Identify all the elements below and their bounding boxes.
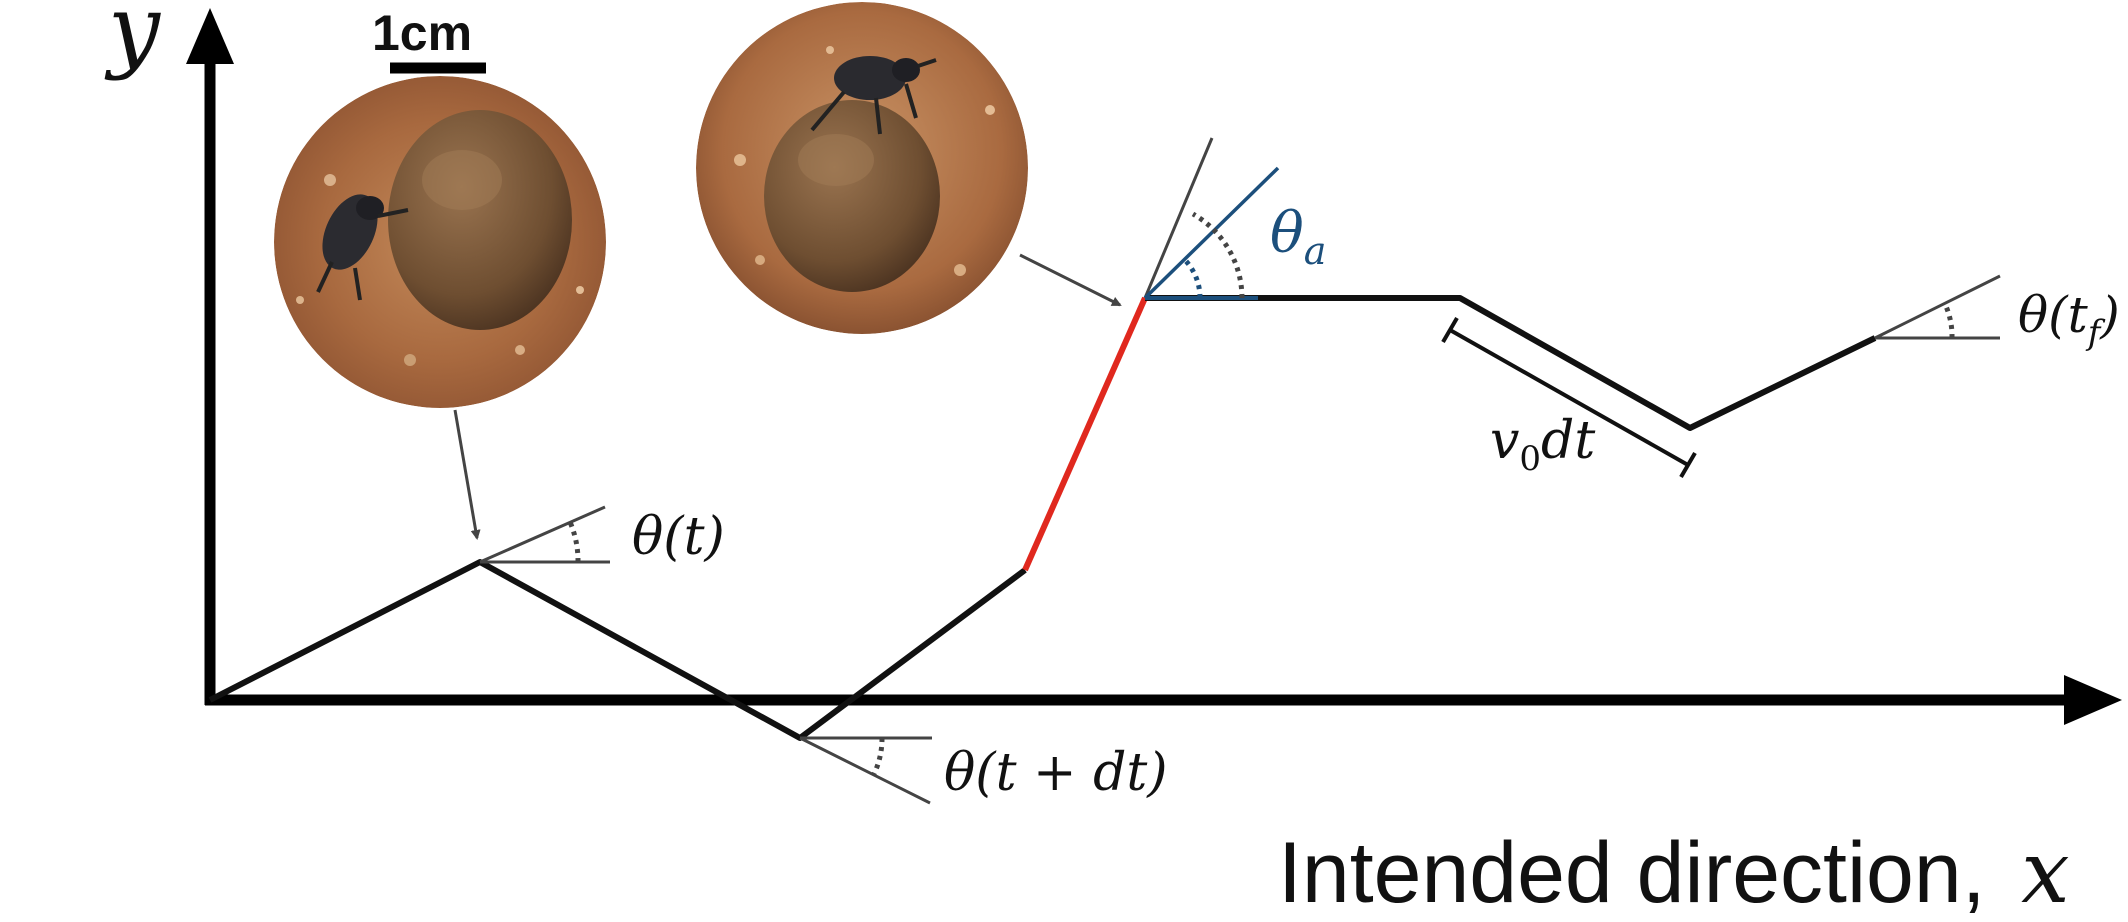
beetle-pushing-dung-ball-photo bbox=[274, 76, 606, 408]
scale-bar: 1cm bbox=[372, 5, 486, 74]
scale-bar-label: 1cm bbox=[372, 5, 472, 61]
y-axis-arrowhead bbox=[186, 8, 234, 64]
theta-a-subscript: a bbox=[1304, 229, 1327, 273]
photo2-pointer-arrow bbox=[1019, 253, 1122, 307]
angle-theta-t: θ(t) bbox=[479, 505, 725, 567]
trajectory-highlight-step bbox=[1022, 296, 1148, 572]
angle-theta-tf: θ(tf) bbox=[1874, 274, 2120, 353]
x-axis-arrowhead bbox=[2064, 675, 2122, 725]
photo1-pointer-arrow bbox=[453, 409, 481, 540]
step-length-rest: dt bbox=[1541, 411, 1595, 471]
step-length-v: v bbox=[1490, 411, 1519, 471]
theta-a-label: θa bbox=[1270, 201, 1326, 273]
x-axis-label-variable: x bbox=[2021, 823, 2070, 922]
angle-theta-t-dt: θ(t + dt) bbox=[799, 736, 1168, 805]
step-length-subscript: 0 bbox=[1519, 439, 1541, 479]
trajectory-steps-1 bbox=[208, 559, 1027, 741]
y-axis-label: y bbox=[104, 0, 161, 82]
step-length-label: v0dt bbox=[1490, 411, 1595, 479]
theta-t-label: θ(t) bbox=[632, 507, 725, 567]
theta-tf-label: θ(tf) bbox=[2018, 286, 2120, 353]
step-length-bracket: v0dt bbox=[1441, 316, 1697, 479]
x-axis-label: Intended direction, x bbox=[1278, 823, 2070, 922]
theta-tf-prefix: θ(t bbox=[2018, 286, 2089, 344]
theta-t-dt-label: θ(t + dt) bbox=[944, 743, 1168, 803]
x-axis-label-text: Intended direction, bbox=[1278, 825, 1986, 921]
beetle-on-top-of-dung-ball-photo bbox=[696, 2, 1028, 334]
theta-tf-suffix: ) bbox=[2099, 286, 2120, 344]
axes bbox=[186, 8, 2122, 725]
angle-theta-a: θa bbox=[1143, 137, 1326, 300]
trajectory-steps-2 bbox=[1145, 295, 1877, 431]
trajectory-path bbox=[208, 295, 1877, 741]
theta-a-symbol: θ bbox=[1270, 201, 1304, 266]
beetle-body bbox=[834, 56, 906, 100]
